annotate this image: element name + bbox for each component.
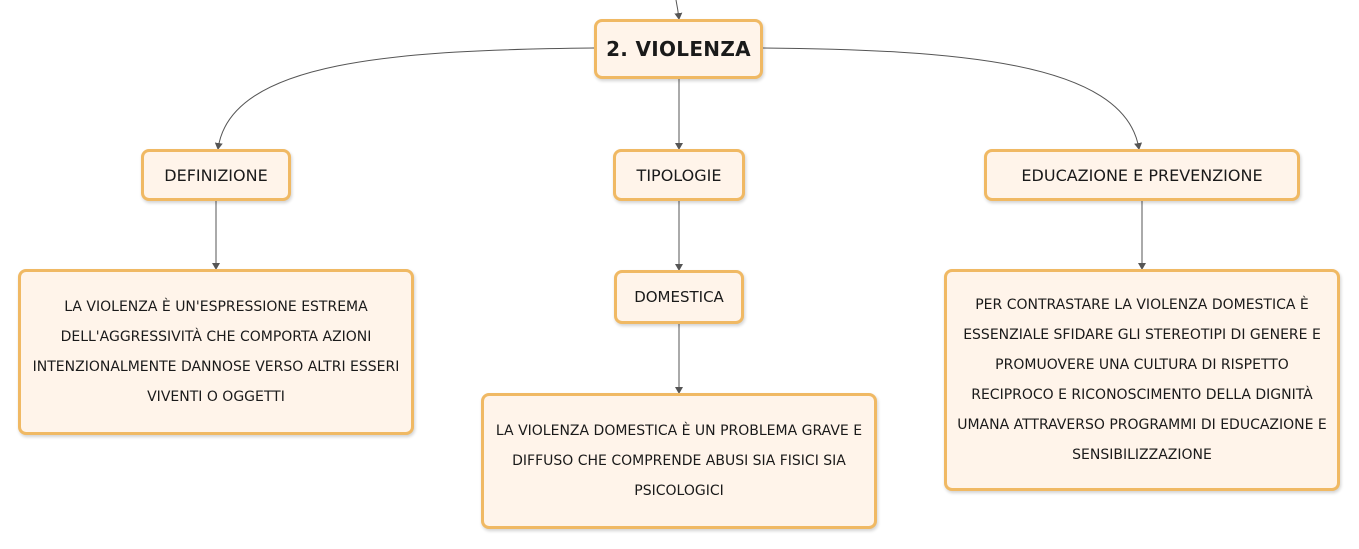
detail-node-definizione[interactable]: LA VIOLENZA È UN'ESPRESSIONE ESTREMA DEL… [18,269,414,435]
detail-node-domestica[interactable]: LA VIOLENZA DOMESTICA È UN PROBLEMA GRAV… [481,393,877,529]
detail-text-definizione: LA VIOLENZA È UN'ESPRESSIONE ESTREMA DEL… [32,299,400,405]
connector-incoming-root [674,0,683,20]
subcategory-label-domestica: DOMESTICA [634,288,724,306]
connector-root-definizione [214,47,595,150]
root-node-label: 2. VIOLENZA [606,37,751,61]
category-label-definizione: DEFINIZIONE [164,165,268,185]
category-node-definizione[interactable]: DEFINIZIONE [141,149,291,201]
detail-text-educazione: PER CONTRASTARE LA VIOLENZA DOMESTICA È … [957,297,1327,463]
connector-root-educazione [762,47,1143,150]
category-label-educazione: EDUCAZIONE E PREVENZIONE [1021,165,1263,185]
category-label-tipologie: TIPOLOGIE [636,165,722,185]
detail-text-domestica: LA VIOLENZA DOMESTICA È UN PROBLEMA GRAV… [495,423,863,499]
root-node-violenza[interactable]: 2. VIOLENZA [594,19,763,79]
category-node-tipologie[interactable]: TIPOLOGIE [613,149,745,201]
category-node-educazione[interactable]: EDUCAZIONE E PREVENZIONE [984,149,1300,201]
detail-node-educazione[interactable]: PER CONTRASTARE LA VIOLENZA DOMESTICA È … [944,269,1340,491]
subcategory-node-domestica[interactable]: DOMESTICA [614,270,744,324]
